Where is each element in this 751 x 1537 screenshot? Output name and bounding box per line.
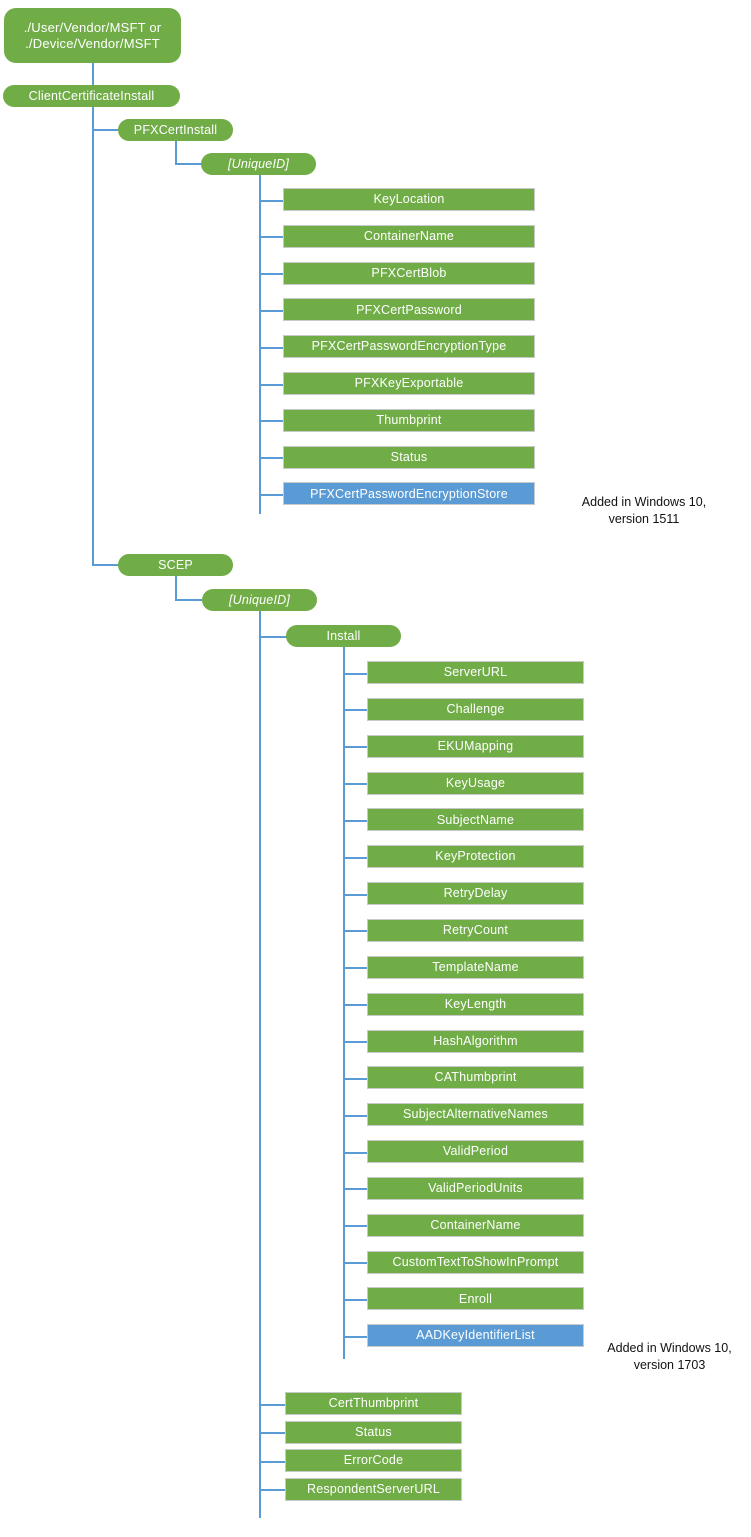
connector-stub	[343, 1298, 367, 1301]
node-scep[interactable]: SCEP	[118, 554, 233, 576]
annotation-scep-line1: Added in Windows 10,	[607, 1341, 732, 1355]
connector-stub	[343, 967, 367, 970]
connector-root-to-cci	[92, 62, 94, 96]
node-keylength[interactable]: KeyLength	[367, 992, 584, 1016]
connector-stub	[343, 1077, 367, 1080]
node-aadkeyidentifierlist[interactable]: AADKeyIdentifierList	[367, 1324, 584, 1348]
connector-stub	[259, 1460, 285, 1463]
node-retrycount[interactable]: RetryCount	[367, 918, 584, 942]
node-thumbprint[interactable]: Thumbprint	[283, 408, 535, 432]
connector-stub	[343, 930, 367, 933]
connector-scep-spine	[175, 575, 177, 600]
connector-stub	[259, 199, 283, 202]
connector-stub	[343, 672, 367, 675]
node-pfxcertpasswordencryptiontype[interactable]: PFXCertPasswordEncryptionType	[283, 335, 535, 359]
connector-stub	[343, 856, 367, 859]
connector-stub	[259, 346, 283, 349]
connector-stub	[259, 457, 283, 460]
node-certthumbprint[interactable]: CertThumbprint	[285, 1392, 462, 1415]
connector-scep-uid-spine	[259, 611, 261, 1518]
node-keyusage[interactable]: KeyUsage	[367, 771, 584, 795]
node-containername[interactable]: ContainerName	[283, 224, 535, 248]
annotation-scep-line2: version 1703	[633, 1357, 706, 1372]
connector-stub	[343, 1188, 367, 1191]
node-pfxcertpasswordencryptionstore[interactable]: PFXCertPasswordEncryptionStore	[283, 482, 535, 506]
connector-install-spine	[343, 647, 345, 1359]
connector-stub	[259, 273, 283, 276]
connector-scep-uid-to-install	[259, 636, 287, 638]
connector-stub	[343, 1041, 367, 1043]
connector-stub	[343, 783, 367, 786]
connector-stub	[259, 309, 283, 312]
connector-stub	[259, 383, 283, 386]
node-status[interactable]: Status	[285, 1420, 462, 1444]
connector-stub	[343, 746, 367, 749]
node-templatename[interactable]: TemplateName	[367, 955, 584, 979]
node-validperiod[interactable]: ValidPeriod	[367, 1140, 584, 1164]
connector-stub	[343, 1335, 367, 1338]
connector-stub	[259, 236, 283, 239]
node-keylocation[interactable]: KeyLocation	[283, 188, 535, 211]
connector-stub	[259, 420, 283, 423]
connector-stub	[259, 493, 283, 496]
node-hashalgorithm[interactable]: HashAlgorithm	[367, 1029, 584, 1053]
node-scep-unique-id[interactable]: [UniqueID]	[202, 589, 317, 611]
node-enroll[interactable]: Enroll	[367, 1287, 584, 1311]
node-root-line1: ./User/Vendor/MSFT or	[23, 20, 162, 36]
node-pfxkeyexportable[interactable]: PFXKeyExportable	[283, 372, 535, 395]
connector-stub	[343, 1004, 367, 1007]
node-ekumapping[interactable]: EKUMapping	[367, 734, 584, 758]
node-keyprotection[interactable]: KeyProtection	[367, 845, 584, 869]
node-root-line2: ./Device/Vendor/MSFT	[25, 35, 160, 51]
annotation-scep-added-version: Added in Windows 10, version 1703	[592, 1340, 747, 1374]
connector-pfx-to-uid	[175, 163, 202, 165]
node-validperiodunits[interactable]: ValidPeriodUnits	[367, 1176, 584, 1200]
annotation-pfx-line2: version 1511	[608, 511, 680, 526]
connector-stub	[259, 1489, 285, 1491]
node-serverurl[interactable]: ServerURL	[367, 661, 584, 684]
node-client-certificate-install[interactable]: ClientCertificateInstall	[3, 85, 180, 107]
node-pfxcertblob[interactable]: PFXCertBlob	[283, 261, 535, 285]
node-containername[interactable]: ContainerName	[367, 1213, 584, 1237]
connector-stub	[343, 1151, 367, 1154]
connector-cci-to-pfx	[92, 129, 119, 131]
connector-stub	[259, 1403, 285, 1406]
connector-pfx-uid-spine	[259, 175, 261, 514]
connector-stub	[343, 1262, 367, 1265]
node-cathumbprint[interactable]: CAThumbprint	[367, 1066, 584, 1090]
connector-stub	[343, 893, 367, 896]
connector-cci-to-scep	[92, 564, 119, 566]
connector-stub	[343, 1114, 367, 1117]
connector-scep-to-uid	[175, 599, 203, 601]
node-install[interactable]: Install	[286, 625, 401, 647]
connector-cci-spine	[92, 106, 94, 566]
node-pfxcertpassword[interactable]: PFXCertPassword	[283, 298, 535, 322]
connector-stub	[343, 819, 367, 822]
node-subjectalternativenames[interactable]: SubjectAlternativeNames	[367, 1103, 584, 1127]
connector-stub	[343, 1225, 367, 1228]
connector-stub	[259, 1432, 285, 1434]
node-respondentserverurl[interactable]: RespondentServerURL	[285, 1477, 462, 1501]
node-errorcode[interactable]: ErrorCode	[285, 1449, 462, 1472]
annotation-pfx-added-version: Added in Windows 10, version 1511	[544, 494, 744, 528]
node-challenge[interactable]: Challenge	[367, 697, 584, 721]
node-root[interactable]: ./User/Vendor/MSFT or ./Device/Vendor/MS…	[4, 8, 181, 63]
node-customtexttoshowinprompt[interactable]: CustomTextToShowInPrompt	[367, 1250, 584, 1274]
node-pfx-cert-install[interactable]: PFXCertInstall	[118, 119, 233, 141]
connector-pfx-spine	[175, 140, 177, 164]
node-subjectname[interactable]: SubjectName	[367, 808, 584, 832]
node-retrydelay[interactable]: RetryDelay	[367, 882, 584, 906]
connector-stub	[343, 709, 367, 712]
annotation-pfx-line1: Added in Windows 10,	[581, 495, 707, 509]
node-pfx-unique-id[interactable]: [UniqueID]	[201, 153, 316, 175]
node-status[interactable]: Status	[283, 445, 535, 469]
